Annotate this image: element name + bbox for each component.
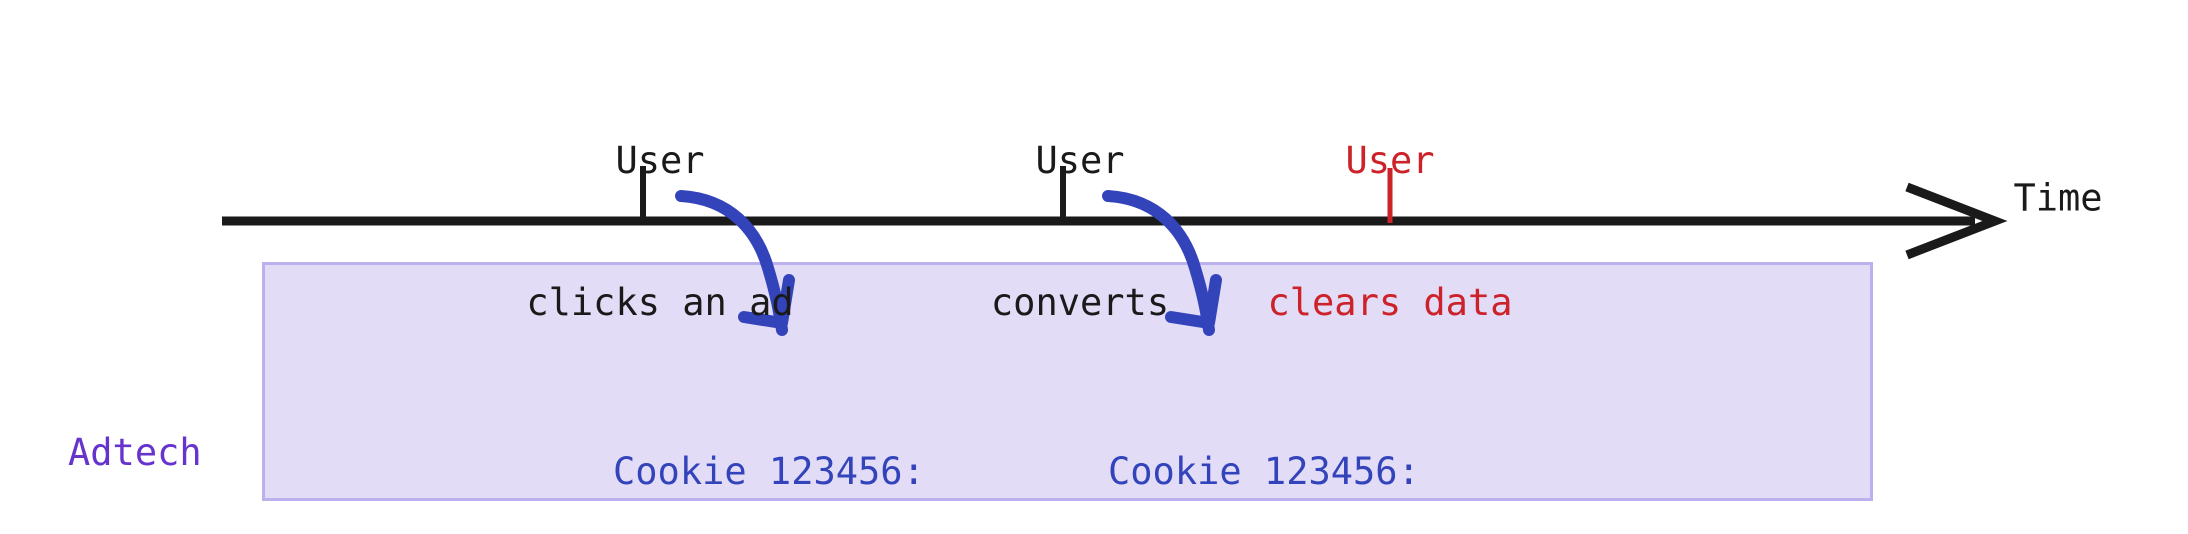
adtech-server-panel (262, 262, 1873, 501)
event-label-clear-data: User clears data (1267, 42, 1512, 421)
time-axis-caption: Time (2013, 176, 2103, 220)
adtech-server-caption-line1: Adtech (68, 431, 202, 475)
adtech-server-caption: Adtech server (68, 333, 202, 534)
event-label-conversion-line1: User (1035, 138, 1125, 182)
server-log-ad-clicked-line1: Cookie 123456: (613, 450, 925, 494)
event-label-conversion: User converts (991, 42, 1169, 421)
event-label-clear-data-line2: clears data (1267, 280, 1513, 324)
event-label-ad-click-line2: clicks an ad (526, 280, 794, 324)
arrow-conversion-to-server (1102, 190, 1222, 336)
event-label-ad-click-line1: User (615, 138, 705, 182)
event-label-clear-data-line1: User (1345, 138, 1435, 182)
event-label-ad-click: User clicks an ad (526, 42, 793, 421)
server-log-converted-line1: Cookie 123456: (1108, 450, 1420, 494)
arrow-right-icon (1905, 182, 2008, 260)
arrow-ad-click-to-server (675, 190, 795, 336)
event-label-conversion-line2: converts (990, 280, 1170, 324)
server-log-entry-ad-clicked: Cookie 123456: Ad clicked (613, 352, 925, 534)
server-log-entry-converted: Cookie 123456: Converted (1108, 352, 1420, 534)
